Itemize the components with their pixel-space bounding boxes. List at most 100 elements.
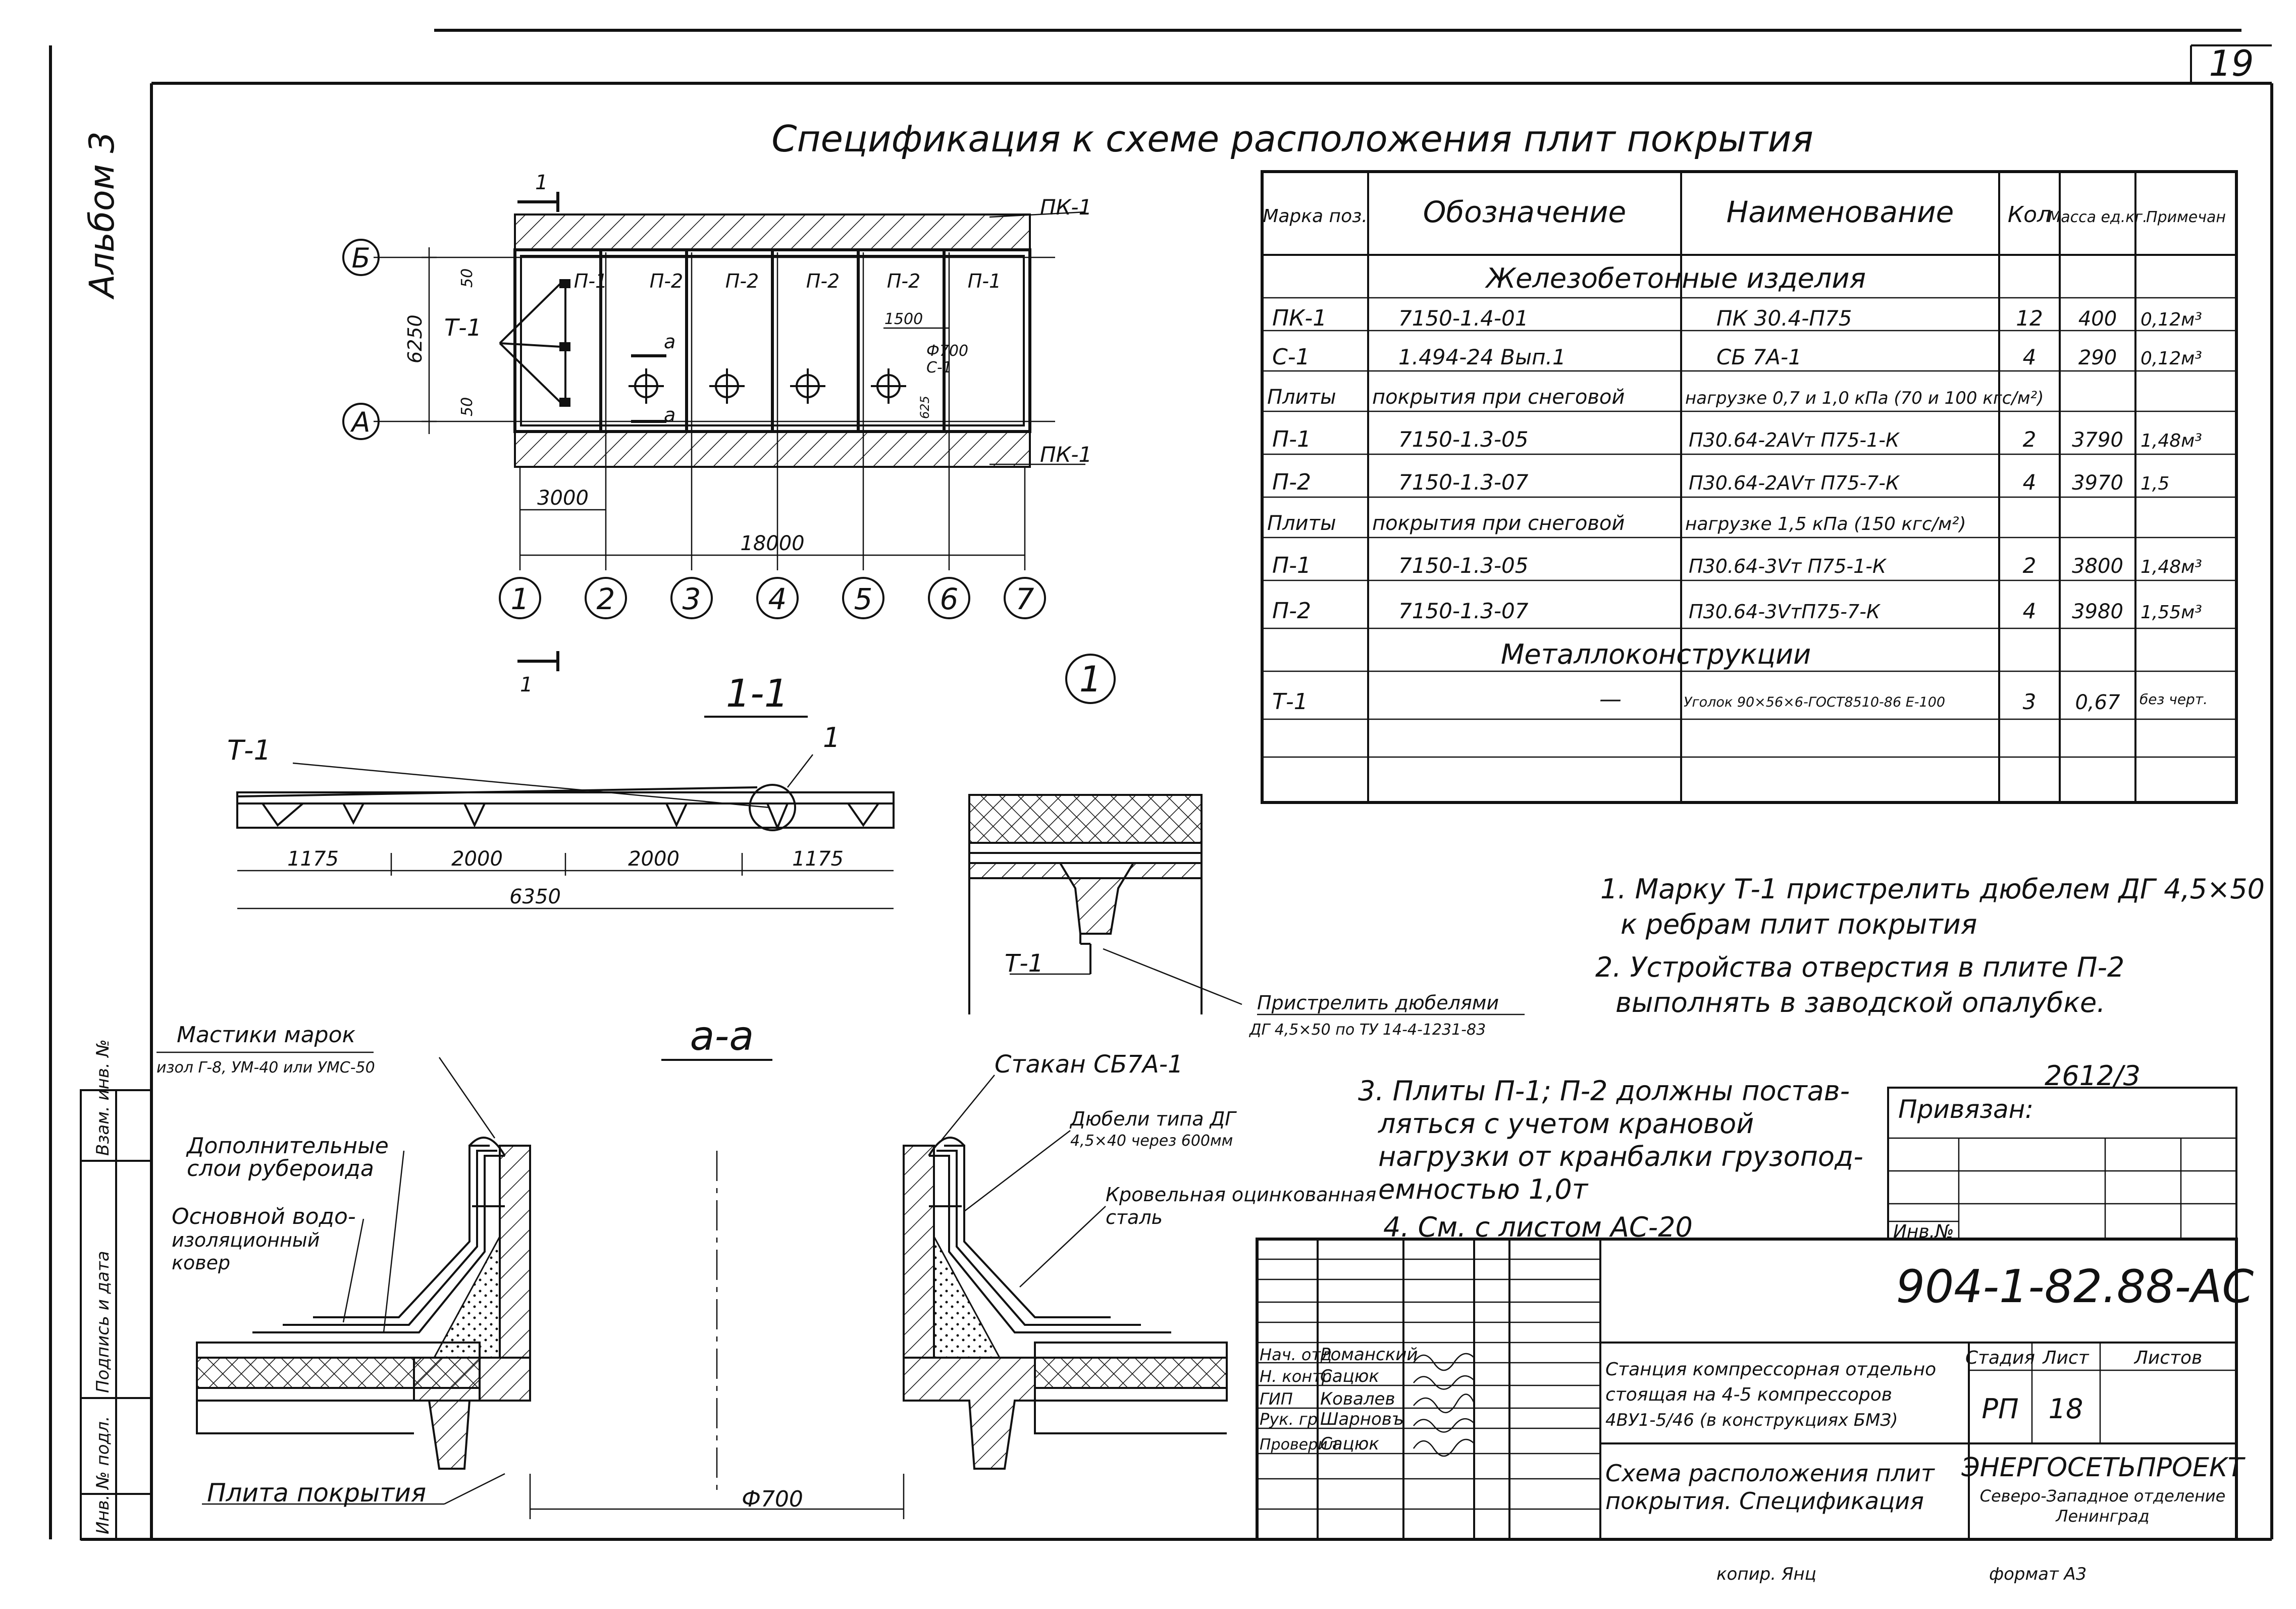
album-label: Альбом 3 bbox=[82, 131, 122, 300]
binding-strip bbox=[80, 1089, 152, 1540]
cell-qty: 3 bbox=[2023, 689, 2037, 714]
cell-mass: 400 bbox=[2078, 307, 2117, 331]
label-main-2: изоляционный bbox=[172, 1229, 320, 1251]
cell-qty: 4 bbox=[2023, 470, 2037, 495]
label-phi700: Ф700 bbox=[742, 1486, 803, 1512]
sheet-corner-number: 19 bbox=[2209, 43, 2254, 84]
cell-mass: 3790 bbox=[2072, 428, 2123, 452]
strip-label-sign: Подпись и дата bbox=[93, 1251, 113, 1393]
cell-mass: 3800 bbox=[2072, 555, 2123, 578]
sheets-header: Листов bbox=[2133, 1348, 2202, 1368]
node-mark: 1 bbox=[1079, 659, 1102, 700]
col-header-qty: Кол bbox=[2008, 202, 2051, 228]
note-line: 3. Плиты П-1; П-2 должны постав- bbox=[1358, 1075, 1850, 1107]
cell-note: 1,48м³ bbox=[2141, 557, 2202, 577]
cell-qty: 4 bbox=[2023, 599, 2037, 623]
slab-label: П-2 bbox=[887, 270, 920, 292]
cell-name: П30.64-3VтП75-7-К bbox=[1689, 601, 1881, 623]
section-aa-title: а-а bbox=[690, 1012, 754, 1059]
cell-qty: 2 bbox=[2023, 427, 2037, 452]
section-aa-drawing bbox=[156, 1051, 1228, 1519]
note-line: к ребрам плит покрытия bbox=[1621, 908, 1977, 940]
axis-col-5: 5 bbox=[854, 582, 873, 616]
spec-table-grid bbox=[1261, 170, 2238, 804]
cell-note: 0,12м³ bbox=[2141, 309, 2202, 330]
note-line: 1. Марку Т-1 пристрелить дюбелем ДГ 4,5×… bbox=[1600, 873, 2265, 905]
pk-bottom-label: ПК-1 bbox=[1040, 442, 1092, 467]
cell-qty: 2 bbox=[2023, 553, 2037, 578]
col-header-mass: Масса ед.кг. bbox=[2048, 208, 2147, 226]
label-main-3: ковер bbox=[172, 1252, 230, 1274]
section-metal: Металлоконструкции bbox=[1501, 638, 1811, 670]
cell-note: 0,12м³ bbox=[2141, 348, 2202, 369]
strip-label-zam: Взам. инв. № bbox=[93, 1039, 113, 1156]
sheet-value: 18 bbox=[2049, 1393, 2083, 1425]
general-notes: 1. Марку Т-1 пристрелить дюбелем ДГ 4,5×… bbox=[1358, 873, 2265, 1243]
label-extra-2: слои рубероида bbox=[187, 1156, 374, 1182]
table-row: П-1 7150-1.3-05 П30.64-3Vт П75-1-К 2 380… bbox=[1272, 553, 2202, 578]
axis-bubbles bbox=[342, 239, 1116, 704]
object-name-3: 4ВУ1-5/46 (в конструкциях БМЗ) bbox=[1605, 1410, 1898, 1430]
dim-50-top: 50 bbox=[458, 269, 476, 288]
axis-col-7: 7 bbox=[1016, 582, 1034, 616]
person-name: Сацюк bbox=[1320, 1434, 1379, 1454]
c1-label: С-1 bbox=[926, 359, 952, 377]
slab-label: П-2 bbox=[650, 270, 683, 292]
pk-top-label: ПК-1 bbox=[1040, 195, 1092, 220]
cut-mark-bottom: 1 bbox=[520, 673, 533, 696]
slab-label: П-1 bbox=[968, 270, 1001, 292]
label-steel-2: сталь bbox=[1106, 1206, 1163, 1228]
axis-col-2: 2 bbox=[597, 582, 615, 616]
person-name: Романский bbox=[1320, 1345, 1418, 1365]
sheet-title-2: покрытия. Спецификация bbox=[1605, 1487, 1924, 1515]
cell-name: П30.64-3Vт П75-1-К bbox=[1689, 555, 1887, 577]
dim-1175-right: 1175 bbox=[792, 847, 844, 871]
roof-plan bbox=[374, 192, 1086, 671]
section-11-slab bbox=[236, 754, 895, 909]
col-header-name: Наименование bbox=[1727, 195, 1954, 229]
sec-a-bottom: а bbox=[664, 404, 675, 426]
section-snow1-c: нагрузке 0,7 и 1,0 кПа (70 и 100 кгс/м²) bbox=[1685, 388, 2044, 408]
footer-format: формат А3 bbox=[1989, 1564, 2086, 1584]
sheet-header: Лист bbox=[2042, 1348, 2089, 1368]
slab-label: П-2 bbox=[806, 270, 840, 292]
slab-label: П-1 bbox=[574, 270, 607, 292]
axis-row-b: Б bbox=[351, 242, 370, 274]
cut-mark-top: 1 bbox=[535, 171, 548, 194]
role-label: ГИП bbox=[1260, 1389, 1293, 1409]
section-snow1-b: покрытия при снеговой bbox=[1372, 386, 1625, 409]
note-line: нагрузки от кранбалки грузопод- bbox=[1378, 1141, 1863, 1172]
table-row: П-1 7150-1.3-05 П30.64-2АVт П75-1-К 2 37… bbox=[1272, 426, 2202, 452]
tied-label: Привязан: bbox=[1898, 1095, 2033, 1124]
node-1-detail bbox=[968, 794, 1242, 1014]
section-snow1-a: Плиты bbox=[1267, 386, 1336, 409]
dim-18000: 18000 bbox=[740, 532, 804, 555]
person-name: Ковалев bbox=[1320, 1389, 1395, 1409]
label-extra-1: Дополнительные bbox=[186, 1133, 389, 1159]
label-mastic-2: изол Г-8, УМ-40 или УМС-50 bbox=[156, 1059, 375, 1077]
person-name: Шарновъ bbox=[1320, 1409, 1404, 1429]
axis-col-4: 4 bbox=[768, 582, 787, 616]
cell-mass: 290 bbox=[2078, 346, 2117, 369]
role-label: Рук. гр bbox=[1260, 1410, 1318, 1429]
role-label: Н. контр bbox=[1260, 1367, 1332, 1386]
cell-mark: П-1 bbox=[1272, 426, 1311, 452]
strip-label-inv: Инв. № подл. bbox=[93, 1416, 113, 1534]
table-row: П-2 7150-1.3-07 П30.64-3VтП75-7-К 4 3980… bbox=[1272, 598, 2202, 624]
cell-designation: 7150-1.3-05 bbox=[1398, 553, 1528, 578]
note-line: емностью 1,0т bbox=[1378, 1173, 1589, 1205]
cell-mark: ПК-1 bbox=[1272, 305, 1327, 331]
label-steel-1: Кровельная оцинкованная bbox=[1106, 1184, 1376, 1206]
stage-header: Стадия bbox=[1965, 1348, 2035, 1368]
ref-number: 2612/3 bbox=[2045, 1060, 2141, 1092]
cell-mark: П-1 bbox=[1272, 553, 1311, 578]
axis-col-6: 6 bbox=[940, 582, 959, 616]
table-row: С-1 1.494-24 Вып.1 СБ 7А-1 4 290 0,12м³ bbox=[1272, 344, 2202, 370]
dim-6250: 6250 bbox=[404, 314, 426, 363]
role-label: Проверил bbox=[1260, 1436, 1337, 1454]
t1-plan-label: Т-1 bbox=[444, 314, 482, 341]
person-name: Сацюк bbox=[1320, 1366, 1379, 1386]
node-1-note-1: Пристрелить дюбелями bbox=[1257, 992, 1499, 1014]
dim-3000: 3000 bbox=[537, 487, 589, 510]
cell-designation: 7150-1.4-01 bbox=[1398, 306, 1528, 331]
